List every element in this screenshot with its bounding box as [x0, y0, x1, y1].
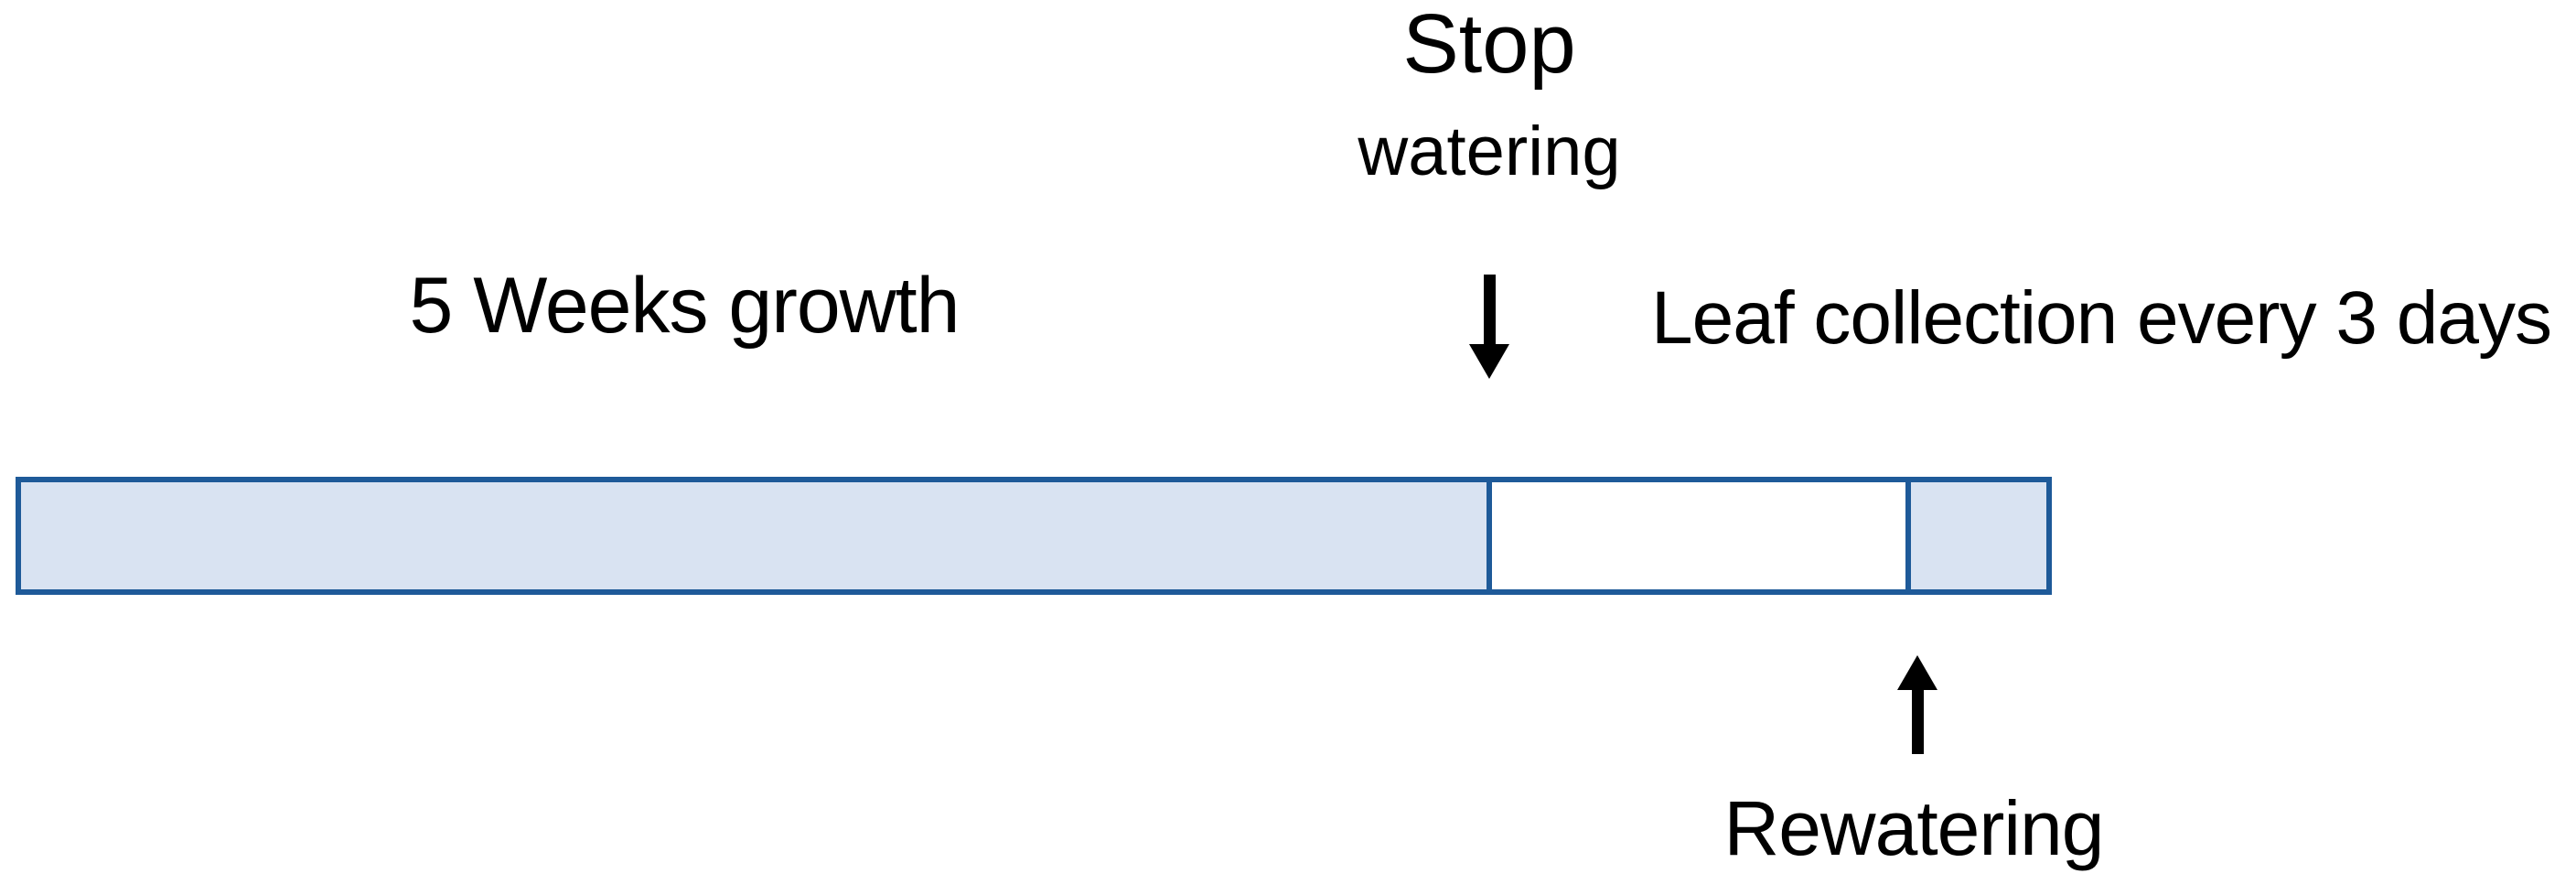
- timeline-segment-rewatered: [1905, 482, 2046, 589]
- timeline-segment-growth: [21, 482, 1487, 589]
- up-arrow-head: [1897, 655, 1937, 690]
- down-arrow-head: [1469, 344, 1509, 379]
- growth-phase-label: 5 Weeks growth: [409, 262, 960, 350]
- timeline-bar: [16, 477, 2052, 595]
- down-arrow-stem: [1483, 275, 1496, 344]
- stop-watering-line2: watering: [1358, 113, 1621, 190]
- leaf-collection-label: Leaf collection every 3 days: [1651, 276, 2552, 360]
- timeline-segment-drought: [1487, 482, 1905, 589]
- down-arrow-icon: [1469, 275, 1509, 379]
- stop-watering-line1: Stop: [1402, 0, 1576, 91]
- stop-watering-label: Stop watering: [1358, 0, 1620, 192]
- up-arrow-stem: [1911, 690, 1924, 754]
- up-arrow-icon: [1897, 655, 1937, 754]
- rewatering-label: Rewatering: [1723, 785, 2105, 871]
